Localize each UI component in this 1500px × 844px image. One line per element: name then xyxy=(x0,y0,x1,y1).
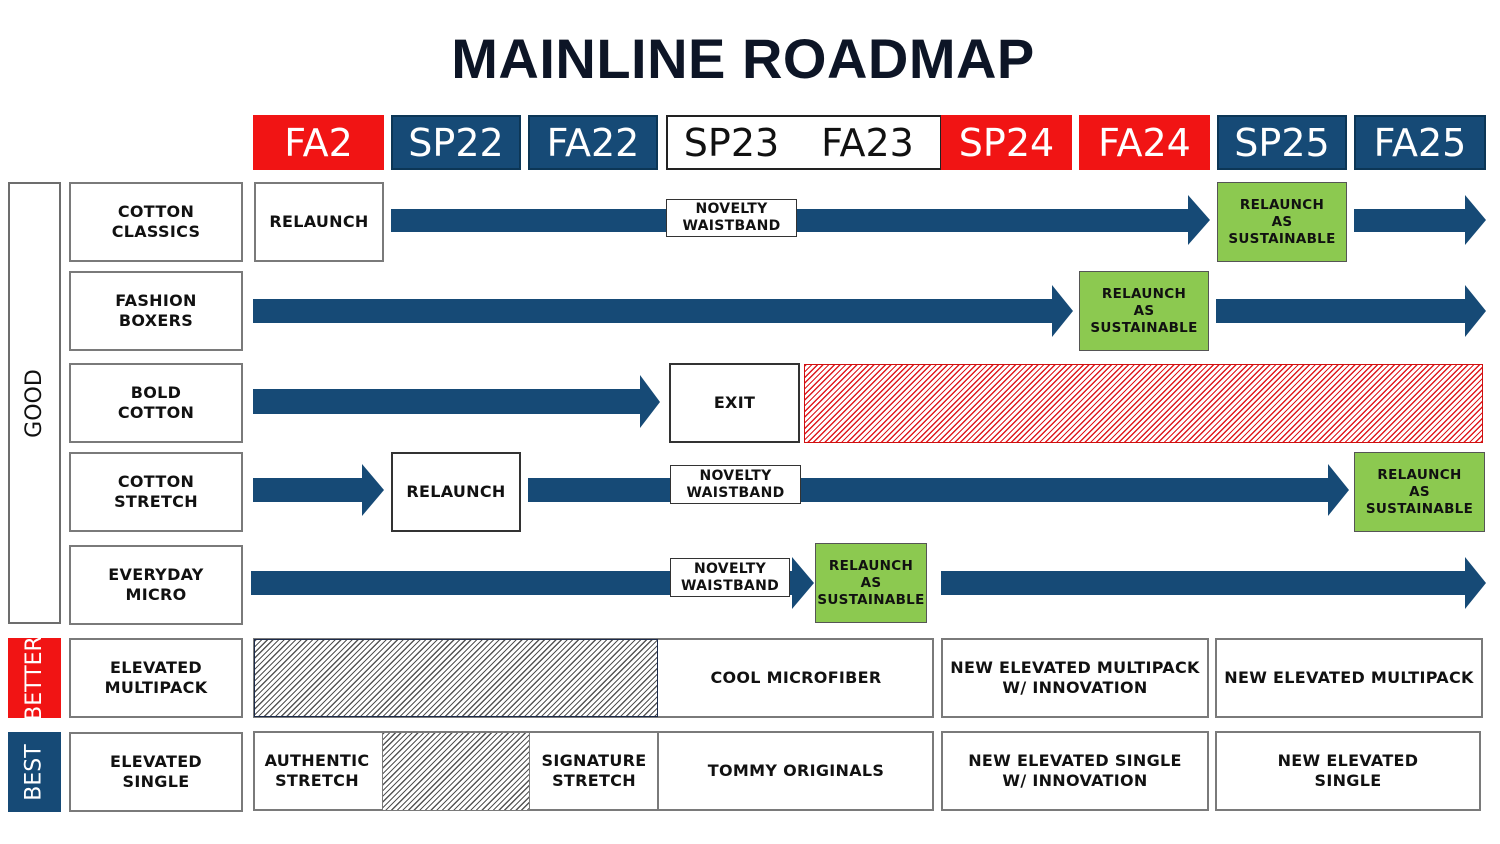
cotton-stretch-novelty-waistband: NOVELTY WAISTBAND xyxy=(670,465,801,504)
elevated-single-authentic-stretch: AUTHENTIC STRETCH xyxy=(264,751,370,790)
elevated-multipack-gap xyxy=(254,639,658,717)
elevated-single-tommy-originals: TOMMY ORIGINALS xyxy=(707,761,885,780)
tier-better: BETTER xyxy=(8,636,61,720)
page-title: MAINLINE ROADMAP xyxy=(451,27,1035,90)
arrow-everyday-micro-1 xyxy=(251,557,814,609)
arrow-fashion-boxers-2 xyxy=(1216,285,1486,337)
cotton-classics-novelty-waistband: NOVELTY WAISTBAND xyxy=(666,199,797,237)
elevated-single-gap xyxy=(382,733,530,810)
arrow-cotton-stretch-1 xyxy=(253,464,384,516)
elevated-single-new-innovation: NEW ELEVATED SINGLE W/ INNOVATION xyxy=(941,731,1209,811)
season-sp22: SP22 xyxy=(391,115,521,170)
row-label-cotton-classics: COTTON CLASSICS xyxy=(69,182,243,262)
season-fa23: FA23 xyxy=(795,115,942,170)
everyday-micro-relaunch-sustainable: RELAUNCH AS SUSTAINABLE xyxy=(815,543,927,623)
everyday-micro-novelty-waistband: NOVELTY WAISTBAND xyxy=(670,558,790,597)
arrow-cotton-stretch-2 xyxy=(528,464,1349,516)
arrow-cotton-classics-2 xyxy=(1354,195,1486,245)
tier-best: BEST xyxy=(8,732,61,812)
elevated-multipack-cool-microfiber: COOL MICROFIBER xyxy=(710,668,882,687)
cotton-classics-relaunch-sustainable: RELAUNCH AS SUSTAINABLE xyxy=(1217,182,1347,262)
elevated-single-cell xyxy=(253,731,934,811)
row-label-everyday-micro: EVERYDAY MICRO xyxy=(69,545,243,625)
cotton-stretch-relaunch-sustainable: RELAUNCH AS SUSTAINABLE xyxy=(1354,452,1485,532)
tier-good: GOOD xyxy=(8,182,61,624)
arrow-cotton-classics-1 xyxy=(391,195,1210,245)
bold-cotton-exit: EXIT xyxy=(669,363,800,443)
arrow-everyday-micro-2 xyxy=(941,557,1486,609)
season-fa24: FA24 xyxy=(1079,115,1210,170)
season-sp25: SP25 xyxy=(1217,115,1347,170)
cotton-classics-relaunch: RELAUNCH xyxy=(254,182,384,262)
row-label-elevated-multipack: ELEVATED MULTIPACK xyxy=(69,638,243,718)
elevated-single-divider xyxy=(657,732,659,810)
row-label-fashion-boxers: FASHION BOXERS xyxy=(69,271,243,351)
elevated-single-new: NEW ELEVATED SINGLE xyxy=(1215,731,1481,811)
bold-cotton-exited-period xyxy=(804,364,1483,443)
season-fa2: FA2 xyxy=(253,115,384,170)
fashion-boxers-relaunch-sustainable: RELAUNCH AS SUSTAINABLE xyxy=(1079,271,1209,351)
season-sp24: SP24 xyxy=(941,115,1072,170)
row-label-bold-cotton: BOLD COTTON xyxy=(69,363,243,443)
season-fa25: FA25 xyxy=(1354,115,1486,170)
row-label-elevated-single: ELEVATED SINGLE xyxy=(69,732,243,812)
season-fa22: FA22 xyxy=(528,115,658,170)
row-label-cotton-stretch: COTTON STRETCH xyxy=(69,452,243,532)
cotton-stretch-relaunch: RELAUNCH xyxy=(391,452,521,532)
elevated-multipack-new: NEW ELEVATED MULTIPACK xyxy=(1215,638,1483,718)
season-sp23: SP23 xyxy=(666,115,797,170)
arrow-bold-cotton xyxy=(253,375,660,428)
elevated-single-signature-stretch: SIGNATURE STRETCH xyxy=(541,751,647,790)
arrow-fashion-boxers-1 xyxy=(253,285,1073,337)
elevated-multipack-new-innovation: NEW ELEVATED MULTIPACK W/ INNOVATION xyxy=(941,638,1209,718)
